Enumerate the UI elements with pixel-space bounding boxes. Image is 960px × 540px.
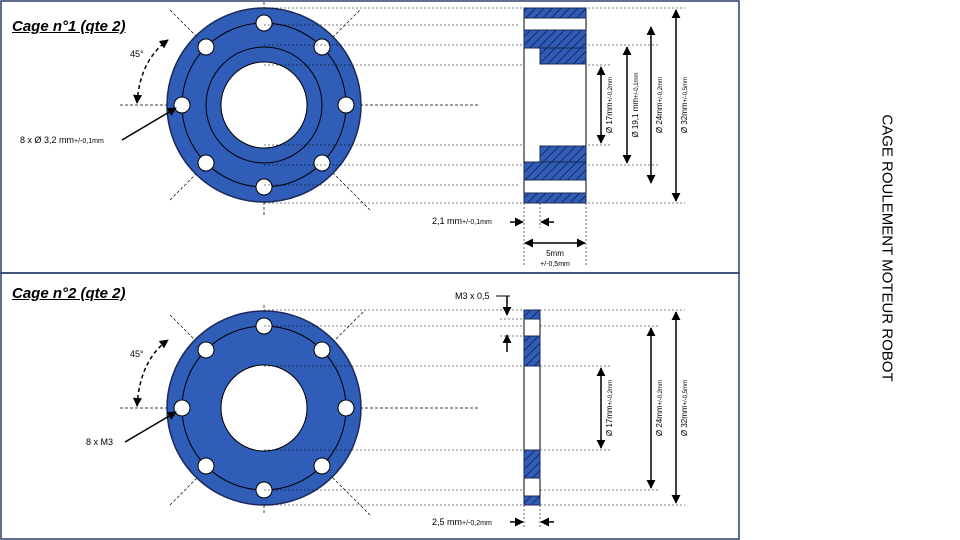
cage2-section-view [523, 309, 541, 506]
cage1-front-view: 45° 8 x Ø 3,2 mm+/-0,1mm [20, 2, 480, 215]
cage2-dimensions [502, 296, 681, 527]
cage1-holes-label: 8 x Ø 3,2 mm+/-0,1mm [20, 135, 104, 145]
cage1-width-tol: +/-0,5mm [540, 261, 570, 268]
cage2-dim-outer: Ø 32mm+/-0,5mm [680, 380, 689, 436]
panel-cage-1 [0, 0, 740, 274]
cage2-holes-label: 8 x M3 [86, 437, 113, 447]
cage1-width-label: 5mm [546, 249, 564, 258]
cage1-dim-bore: Ø 19,1 mm+/-0,1mm [631, 72, 640, 137]
cage2-dim-pcd: Ø 24mm+/-0,2mm [655, 380, 664, 436]
cage2-extension-lines [500, 318, 541, 528]
cage1-step-label: 2,1 mm+/-0,1mm [432, 216, 492, 226]
cage2-title: Cage n°2 (qte 2) [12, 285, 126, 302]
cage1-angle-label: 45° [130, 49, 144, 59]
cage1-title: Cage n°1 (qte 2) [12, 18, 126, 35]
cage2-thickness-label: 2,5 mm+/-0,2mm [432, 517, 492, 527]
page-title: CAGE ROULEMENT MOTEUR ROBOT [878, 114, 896, 382]
cage1-extension-lines [523, 203, 587, 265]
cage2-projection-lines [264, 309, 685, 506]
panel-cage-2 [0, 272, 740, 540]
cage1-dimensions [510, 9, 681, 248]
cage1-section-view [523, 7, 587, 204]
cage1-dim-outer: Ø 32mm+/-0,5mm [680, 77, 689, 133]
cage2-front-view: 45° 8 x M3 [86, 305, 480, 516]
cage1-dim-pcd: Ø 24mm+/-0,2mm [655, 77, 664, 133]
cage2-thread-label: M3 x 0,5 [455, 291, 490, 301]
cage2-angle-label: 45° [130, 349, 144, 359]
cage1-dim-inner: Ø 17mm+/-0,2mm [605, 77, 614, 133]
cage2-dim-inner: Ø 17mm+/-0,2mm [605, 380, 614, 436]
